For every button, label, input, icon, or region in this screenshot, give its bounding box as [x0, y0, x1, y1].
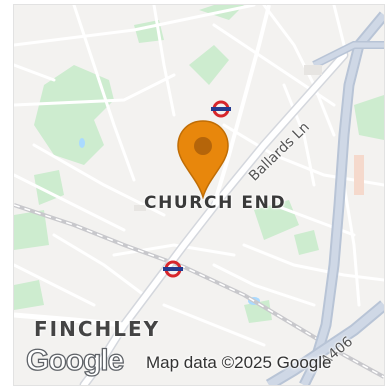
park-area: [14, 280, 44, 310]
place-label-finchley: FINCHLEY: [34, 317, 161, 341]
underground-station-icon[interactable]: [210, 100, 232, 118]
park-area: [34, 65, 114, 165]
park-area: [354, 95, 384, 140]
park-area: [14, 210, 49, 250]
park-areas: [14, 5, 384, 323]
water-pond: [79, 138, 85, 148]
park-area: [294, 230, 319, 255]
map-data-attribution[interactable]: Map data ©2025 Google: [146, 353, 332, 372]
park-area: [189, 45, 229, 85]
highway-a406-inner: [266, 301, 384, 385]
secondary-road: [14, 312, 125, 328]
map-canvas[interactable]: [14, 5, 384, 385]
secondary-road: [182, 5, 271, 247]
map-attribution: Google Map data ©2025 Google: [25, 343, 384, 383]
map-pin-icon[interactable]: [175, 119, 231, 199]
railway-line-dash: [14, 204, 384, 378]
underground-station-icon[interactable]: [162, 260, 184, 278]
highway-slip-road-inner: [312, 42, 384, 68]
google-logo[interactable]: Google: [25, 343, 125, 377]
place-label-church-end: CHURCH END: [144, 193, 287, 213]
map-view[interactable]: Ballards Ln A406 CHURCH END FINCHLEY Goo…: [13, 4, 385, 386]
